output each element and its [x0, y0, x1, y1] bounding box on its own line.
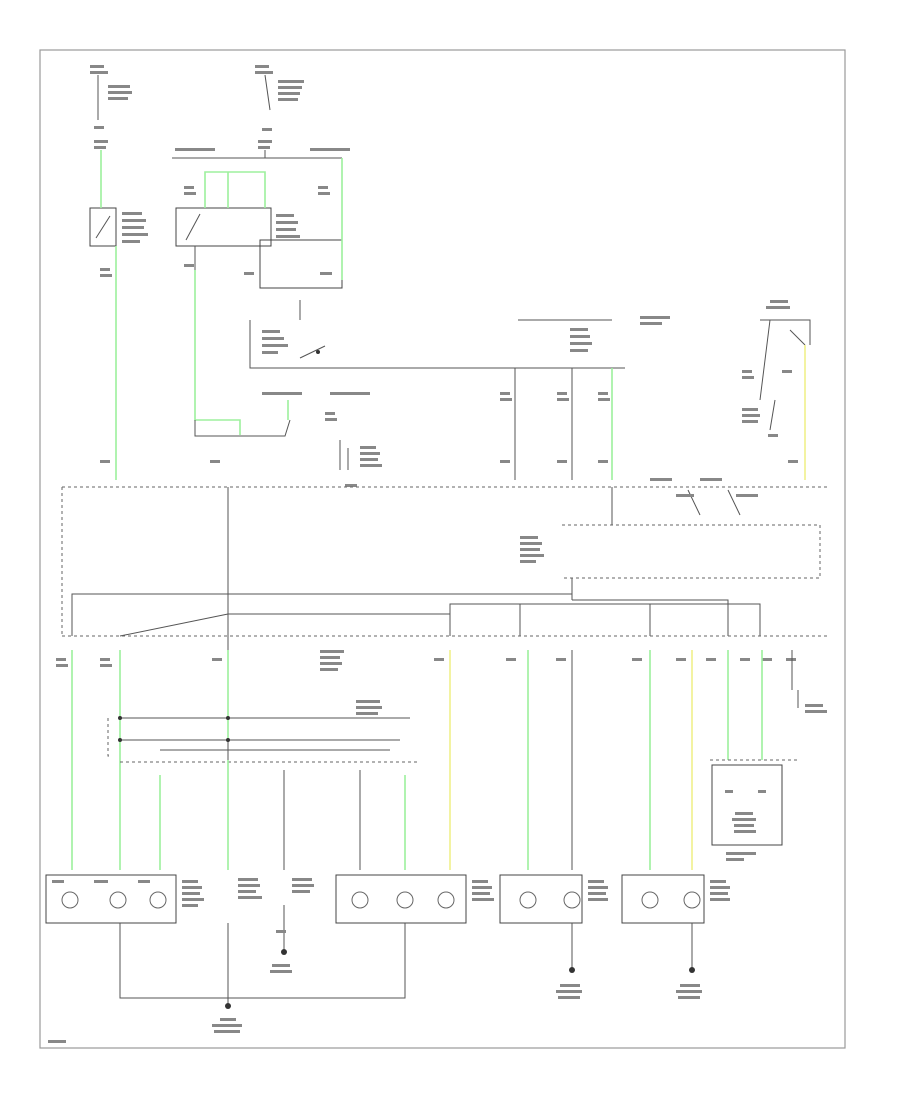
- ground-g1: [212, 1003, 242, 1033]
- bus-labels: [56, 658, 796, 667]
- ground-wire-left: [119, 923, 229, 1008]
- relay-left: [89, 150, 148, 480]
- ground-g2: [270, 949, 292, 973]
- ground-right-small: [797, 690, 827, 713]
- ground-g4: [676, 923, 702, 999]
- flasher-unit: [520, 478, 821, 579]
- left-fog-lamp: [499, 874, 608, 924]
- figure-id-mark: [48, 1040, 66, 1043]
- ground-switch: [339, 440, 382, 470]
- hazard-switch: [742, 300, 811, 480]
- combination-meter: [710, 759, 800, 861]
- ground-g3: [556, 923, 582, 999]
- fuse-top-middle: [255, 65, 304, 149]
- diagram-border: [39, 49, 846, 1049]
- combination-switch: [500, 316, 670, 480]
- right-fog-lamp: [621, 874, 730, 924]
- left-headlamp-assembly: [45, 874, 204, 924]
- headlight-switch: [249, 320, 625, 421]
- relay-center: [175, 158, 343, 289]
- fuse-top-left: [90, 65, 132, 149]
- right-headlamp-assembly: [335, 874, 494, 924]
- junction-connector: [107, 700, 420, 763]
- center-lamp-labels: [238, 878, 314, 950]
